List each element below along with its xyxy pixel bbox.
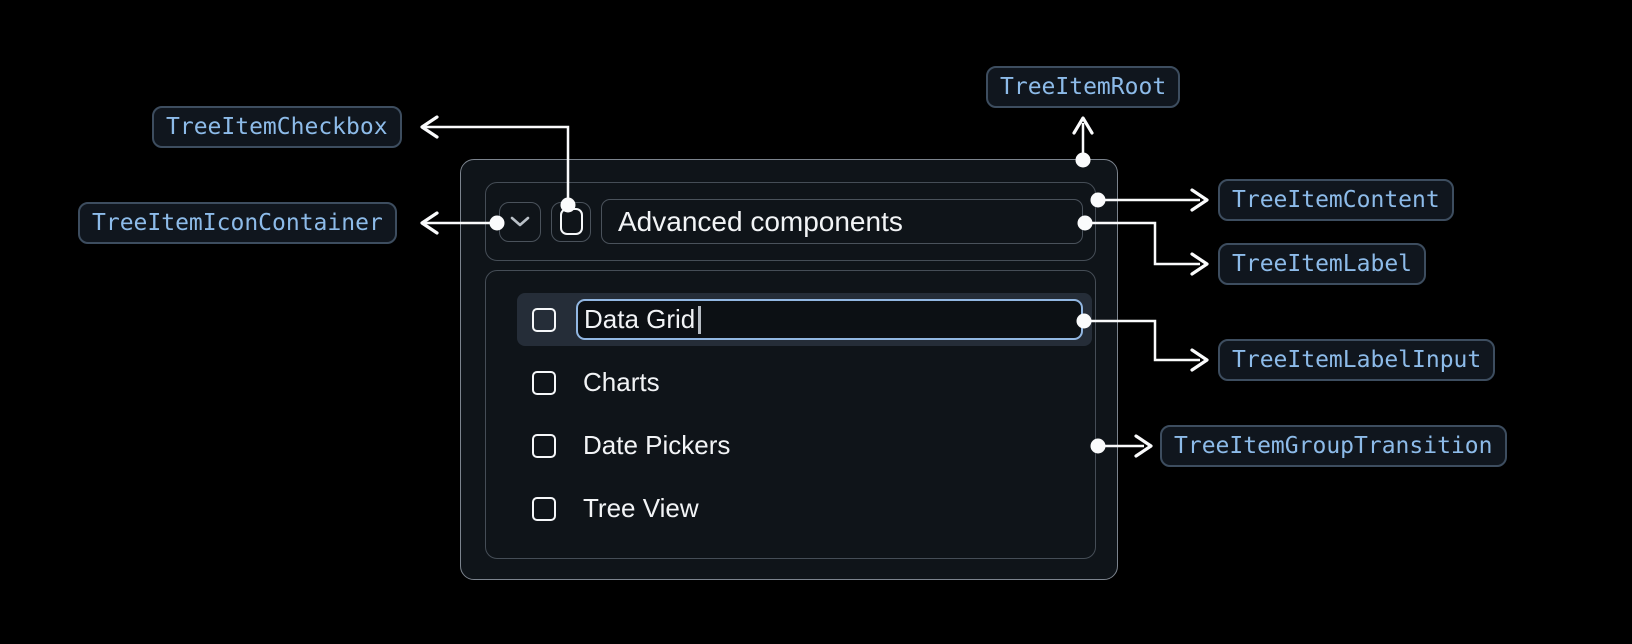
annotation-tree-item-icon-container: TreeItemIconContainer <box>78 202 397 244</box>
tree-item-content[interactable]: Advanced components <box>485 182 1096 261</box>
item-label: Date Pickers <box>583 430 731 460</box>
tree-item-row[interactable]: Charts <box>517 356 1092 409</box>
annotation-tree-item-label: TreeItemLabel <box>1218 243 1427 285</box>
tree-item-group-transition: Data Grid Charts Date Pickers Tree View <box>485 270 1096 559</box>
tree-item-label-input[interactable]: Data Grid <box>576 299 1083 340</box>
annotation-tree-item-label-input: TreeItemLabelInput <box>1218 339 1496 381</box>
text-caret-icon <box>698 305 701 334</box>
parent-label-text: Advanced components <box>618 205 903 237</box>
tree-item-icon-container[interactable] <box>499 201 541 242</box>
item-label: Tree View <box>583 493 699 523</box>
item-checkbox[interactable] <box>532 307 556 332</box>
item-checkbox[interactable] <box>532 433 556 458</box>
tree-item-row[interactable]: Tree View <box>517 482 1092 535</box>
tree-item-row-editing[interactable]: Data Grid <box>517 293 1092 346</box>
tree-item-row[interactable]: Date Pickers <box>517 419 1092 472</box>
annotation-tree-item-content: TreeItemContent <box>1218 179 1454 221</box>
chevron-down-icon <box>510 216 530 227</box>
annotation-tree-item-root: TreeItemRoot <box>986 66 1181 108</box>
tree-item-checkbox[interactable] <box>559 208 583 235</box>
tree-item-root: Advanced components Data Grid Charts Dat… <box>460 159 1118 580</box>
item-label: Charts <box>583 367 660 397</box>
annotation-tree-item-group-transition: TreeItemGroupTransition <box>1160 425 1507 467</box>
annotation-tree-item-checkbox: TreeItemCheckbox <box>152 106 402 148</box>
tree-item-checkbox-container[interactable] <box>551 201 591 242</box>
tree-item-label: Advanced components <box>601 199 1083 244</box>
item-checkbox[interactable] <box>532 370 556 395</box>
item-checkbox[interactable] <box>532 496 556 521</box>
label-input-value: Data Grid <box>584 304 696 334</box>
